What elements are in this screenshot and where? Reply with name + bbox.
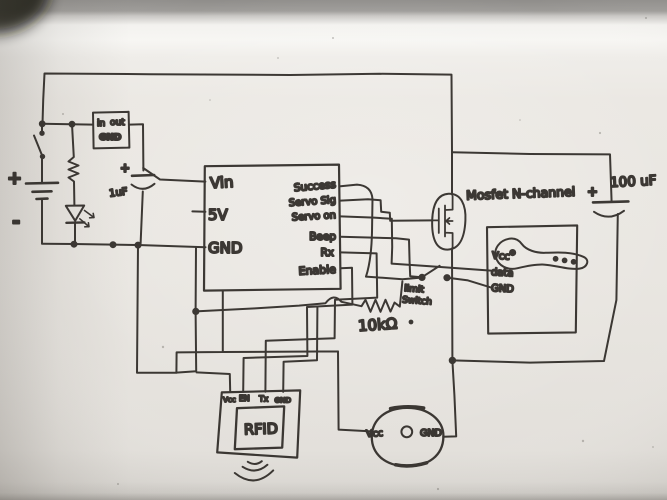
motor-bottom-mark (393, 461, 429, 468)
servo-horn-hole (570, 258, 577, 265)
led-triangle (64, 204, 86, 222)
limit-switch-lever (421, 264, 441, 279)
ic-pin-vin: Vin (209, 173, 234, 192)
regulator-box (92, 110, 131, 150)
resistor-10k-label: 10kΩ (357, 314, 397, 335)
resistor-led (67, 123, 80, 207)
limit-switch-label-2: Switch (402, 296, 432, 308)
servo-gnd-label: GND (491, 283, 515, 295)
rfid-module (216, 389, 302, 482)
cap1-plate (130, 173, 156, 178)
mosfet-circle (431, 192, 467, 251)
wire-rfid-gnd (282, 306, 319, 393)
wire-rx-to-rfid-tx (264, 251, 379, 393)
junction-dot (443, 274, 451, 282)
limit-switch-label-1: limit (404, 284, 425, 295)
servo-data-label: data (491, 267, 514, 279)
wire-ground-bus (41, 242, 207, 249)
rfid-pin-gnd: GND (275, 395, 292, 404)
motor (370, 359, 458, 468)
rfid-outer-box (216, 389, 302, 459)
wire-motor-gnd (442, 359, 458, 438)
mosfet-symbol (430, 195, 454, 250)
junction-dot (192, 307, 200, 315)
servo-vcc-label: Vcc (492, 251, 510, 263)
wire-rfid-vcc (195, 371, 232, 393)
wire-servo-on-to-data (339, 215, 492, 272)
mosfet-label: Mosfet N-channel (466, 184, 576, 203)
junction-dot (109, 241, 117, 249)
cap1-plus-label: + (120, 161, 130, 175)
cap100-curved-plate (593, 209, 625, 218)
motor-gnd-label: GND (420, 428, 442, 439)
servo-horn-hole (552, 255, 559, 262)
cap100-plate (591, 200, 630, 204)
ic-pin-enable: Enable (298, 263, 336, 278)
battery (24, 157, 60, 245)
ic-pin-gnd: GND (208, 239, 242, 257)
switch-contact (39, 130, 45, 136)
cap1-lead (139, 190, 144, 245)
rfid-pin-tx: Tx (258, 395, 269, 404)
motor-vcc-label: Vcc (366, 428, 384, 440)
wire-switch-row (365, 275, 492, 289)
motor-top-mark (388, 405, 426, 411)
servo-box (485, 224, 579, 335)
ic-pin-servo-on: Servo on (291, 210, 336, 223)
cap1-curved-plate (130, 182, 156, 190)
ic-pin-rx: Rx (320, 247, 334, 259)
wire-regulator-out (128, 123, 145, 172)
main-ic-box (202, 163, 342, 292)
motor-shaft (400, 425, 414, 439)
wire-right-box (451, 151, 619, 364)
pulldown-network (194, 264, 492, 325)
cap100-value-label: 100 uF (610, 173, 657, 191)
rfid-pin-vcc: Vcc (223, 395, 236, 404)
ic-pin-servo-sig: Servo Sig (288, 195, 336, 209)
servo-connector (485, 224, 589, 335)
voltage-regulator (92, 110, 145, 172)
switch-contact (39, 153, 46, 160)
wire-top-loop (41, 72, 453, 154)
cap1-value-label: 1uF (109, 186, 129, 199)
wire-gnd-drop (175, 246, 198, 374)
led-branch (64, 123, 95, 245)
wire-lower-rail (136, 244, 373, 433)
board-speckles (62, 17, 654, 491)
rfid-pin-en: EN (239, 394, 250, 403)
wire-node-row (41, 122, 94, 126)
servo-horn (494, 237, 589, 270)
battery-minus-label: - (12, 209, 20, 233)
ic-pin-beep: Beep (309, 231, 336, 243)
cap100-plus-label: + (587, 185, 598, 200)
rfid-title: RFID (244, 421, 278, 438)
wire-vin (142, 167, 207, 183)
wire-pulldown (194, 280, 404, 313)
regulator-in-label: in (97, 119, 105, 129)
wire-enable-to-rfid-en (242, 266, 354, 393)
rfid-antenna-waves (233, 460, 275, 482)
regulator-gnd-label: GND (99, 133, 121, 143)
ic-pin-success: Success (293, 179, 336, 195)
servo-horn-hole (508, 249, 517, 257)
capacitor-100uf (591, 200, 630, 218)
junction-dot (38, 120, 46, 128)
mosfet (430, 151, 467, 362)
regulator-out-label: out (110, 118, 125, 128)
ink-dot (408, 319, 414, 325)
wire-beep (339, 235, 423, 279)
capacitor-1uf (130, 173, 156, 245)
rfid-inner-box (233, 405, 286, 451)
ic-pin-5v: 5V (208, 206, 229, 224)
battery-plus-label: + (7, 168, 22, 189)
led-light-arrows (79, 209, 95, 228)
wire-servo-sig-to-gate (339, 198, 433, 222)
servo-horn-hole (561, 257, 568, 264)
